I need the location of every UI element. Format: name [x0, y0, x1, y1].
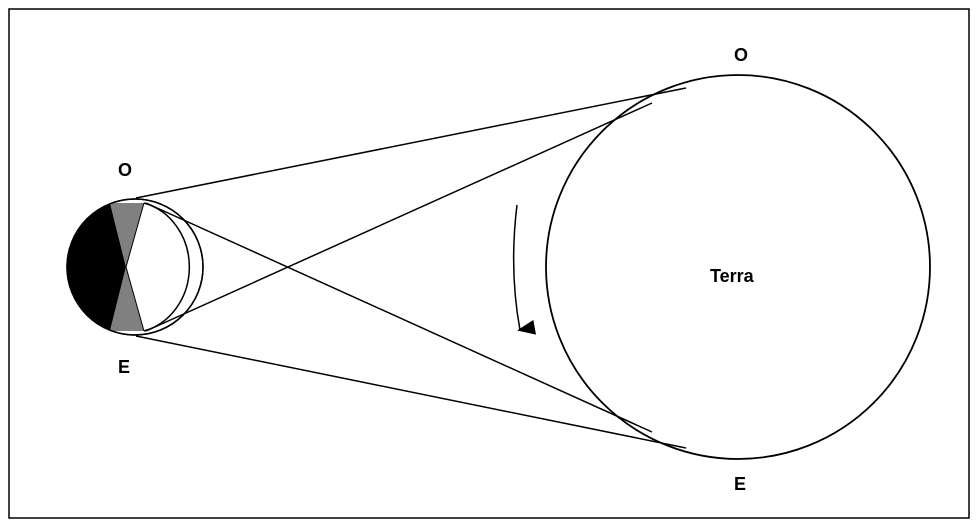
outer-tangent-top	[135, 87, 687, 199]
earth-name-label: Terra	[710, 266, 755, 286]
earth-label-top: O	[734, 45, 748, 65]
moon-label-top: O	[118, 160, 132, 180]
moon-lit-arc	[143, 202, 191, 332]
moon-outline	[66, 198, 204, 336]
moon-shadow-edge-top	[125, 202, 145, 268]
tangent-lines	[135, 87, 687, 449]
rotation-arrow	[512, 204, 537, 335]
outer-tangent-bottom	[135, 335, 687, 449]
moon-gray-top-wedge	[110, 203, 144, 267]
inner-tangent-falling	[145, 202, 653, 433]
earth-label-bottom: E	[734, 474, 746, 494]
moon-label-bottom: E	[118, 357, 130, 377]
moon-gray-bottom-wedge	[110, 267, 144, 331]
moon-shadow-edge-bottom	[125, 266, 145, 332]
moon-dark-region	[67, 203, 126, 331]
frame-border	[8, 8, 970, 519]
inner-tangent-rising	[145, 102, 653, 332]
earth-circle	[545, 74, 931, 460]
moon	[66, 198, 204, 336]
